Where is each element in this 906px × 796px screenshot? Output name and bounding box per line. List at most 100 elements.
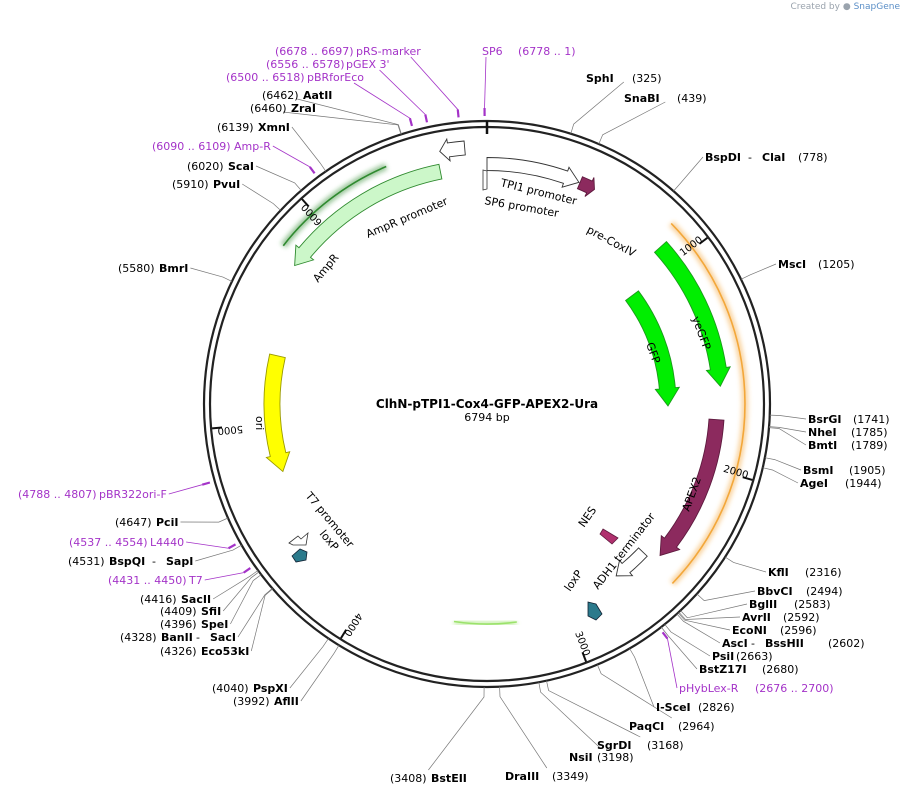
site-bspdi-pos: (778) (798, 151, 828, 164)
site-bglii-pos: (2583) (794, 598, 831, 611)
site-sgrdi-name: SgrDI (597, 739, 631, 752)
site-i-scei-pos: (2826) (698, 701, 735, 714)
site-scai[interactable]: (6020) ScaI (187, 160, 254, 173)
site-nsii-name: NsiI (569, 751, 593, 764)
site-xmni[interactable]: (6139) XmnI (217, 121, 290, 134)
site-pcii[interactable]: (4647) PciI (115, 516, 178, 529)
site-bbvci[interactable]: BbvCI (2494) (757, 585, 843, 598)
site-pvui-pos: (5910) (172, 178, 209, 191)
site-spei[interactable]: (4396) SpeI (160, 618, 228, 631)
snapgene-logo-icon: ● (842, 2, 851, 12)
primer-amp-r[interactable]: (6090 .. 6109) Amp-R (152, 140, 271, 153)
primer-tick-8 (661, 631, 669, 640)
site-bmti[interactable]: BmtI (1789) (808, 439, 888, 452)
site-i-scei[interactable]: I-SceI (2826) (656, 701, 735, 714)
t7-promoter-arrow (288, 531, 309, 546)
primer-labels: SP6 (6778 .. 1) (6678 .. 6697) pRS-marke… (18, 45, 834, 695)
site-bbvci-pos: (2494) (806, 585, 843, 598)
site-bspqi-sep: - (152, 555, 156, 568)
site-zrai-pos: (6460) (250, 102, 287, 115)
site-agei[interactable]: AgeI (1944) (800, 477, 882, 490)
site-bspqi-sapi[interactable]: (4531) BspQI - SapI (68, 555, 193, 568)
site-banii-saci[interactable]: (4328) BanII - SacI (120, 631, 236, 644)
primer-pgex3[interactable]: (6556 .. 6578) pGEX 3' (266, 58, 390, 71)
site-bsrgi[interactable]: BsrGI (1741) (808, 413, 890, 426)
region-line-1 (453, 620, 517, 625)
primer-leader-8 (667, 638, 678, 689)
site-sgrdi-pos: (3168) (647, 739, 684, 752)
site-asci-bsshii[interactable]: AscI - BssHII (2602) (722, 637, 865, 650)
leader-snabi (598, 101, 666, 145)
leader-psii (664, 624, 711, 657)
leader-i-scei (629, 648, 655, 708)
leader-bbvci (696, 590, 756, 601)
site-aflii[interactable]: (3992) AflII (233, 695, 299, 708)
site-bmri-name: BmrI (159, 262, 188, 275)
site-pvui[interactable]: (5910) PvuI (172, 178, 240, 191)
site-i-scei-name: I-SceI (656, 701, 691, 714)
site-bmri[interactable]: (5580) BmrI (118, 262, 188, 275)
site-bsrgi-pos: (1741) (853, 413, 890, 426)
site-bsmi[interactable]: BsmI (1905) (803, 464, 886, 477)
primer-l4440[interactable]: (4537 .. 4554) L4440 (69, 536, 184, 549)
site-msci[interactable]: MscI (1205) (778, 258, 855, 271)
site-bglii[interactable]: BglII (2583) (749, 598, 831, 611)
site-bspdi-sep: - (748, 151, 752, 164)
site-avrii-name: AvrII (742, 611, 771, 624)
site-bsteii[interactable]: (3408) BstEII (390, 772, 467, 785)
site-aflii-pos: (3992) (233, 695, 270, 708)
feature-arrow-apex2 (659, 418, 725, 557)
site-bsshii-name: BssHII (765, 637, 804, 650)
site-sphi[interactable]: SphI (325) (586, 72, 662, 85)
site-nsii[interactable]: NsiI (3198) (569, 751, 634, 764)
site-snabi[interactable]: SnaBI (439) (624, 92, 707, 105)
site-bstz17i[interactable]: BstZ17I (2680) (699, 663, 799, 676)
site-psii[interactable]: PsiI (2663) (712, 650, 773, 663)
site-sgrdi[interactable]: SgrDI (3168) (597, 739, 684, 752)
primer-pbr322ori-f-name: pBR322ori-F (99, 488, 167, 501)
leader-eco53ki (250, 588, 273, 652)
site-bsteii-name: BstEII (431, 772, 467, 785)
site-spei-pos: (4396) (160, 618, 197, 631)
site-bsrgi-name: BsrGI (808, 413, 841, 426)
site-draiii[interactable]: DraIII (3349) (505, 770, 589, 783)
primer-t7[interactable]: (4431 .. 4450) T7 (108, 574, 203, 587)
primer-pgex3-pos: (6556 .. 6578) (266, 58, 345, 71)
site-nhei[interactable]: NheI (1785) (808, 426, 888, 439)
site-sacii[interactable]: (4416) SacII (140, 593, 211, 606)
feature-arrow-ampr-promoter (439, 137, 466, 162)
site-paqci[interactable]: PaqCI (2964) (629, 720, 715, 733)
plasmid-title: ClhN-pTPI1-Cox4-GFP-APEX2-Ura (376, 397, 598, 411)
site-eco53ki[interactable]: (4326) Eco53kI (160, 645, 249, 658)
site-sphi-pos: (325) (632, 72, 662, 85)
site-nhei-pos: (1785) (851, 426, 888, 439)
primer-sp6[interactable]: SP6 (6778 .. 1) (482, 45, 576, 58)
site-bspqi-name: BspQI (109, 555, 145, 568)
primer-prs-marker[interactable]: (6678 .. 6697) pRS-marker (275, 45, 421, 58)
primer-pbr322ori-f-pos: (4788 .. 4807) (18, 488, 97, 501)
site-zrai[interactable]: (6460) ZraI (250, 102, 316, 115)
site-kfli[interactable]: KflI (2316) (768, 566, 842, 579)
site-aatii[interactable]: (6462) AatII (262, 89, 332, 102)
site-avrii[interactable]: AvrII (2592) (742, 611, 820, 624)
label-pre-coxiv: pre-CoxIV (585, 223, 639, 260)
site-econi[interactable]: EcoNI (2596) (732, 624, 817, 637)
primer-amp-r-name: Amp-R (234, 140, 271, 153)
site-snabi-pos: (439) (677, 92, 707, 105)
primer-phyblex-r[interactable]: pHybLex-R (2676 .. 2700) (679, 682, 834, 695)
leader-avrii (678, 611, 741, 620)
primer-pbr322ori-f[interactable]: (4788 .. 4807) pBR322ori-F (18, 488, 167, 501)
site-asci-pos: (2602) (828, 637, 865, 650)
leader-bmti (768, 427, 807, 446)
primer-leader-7 (204, 572, 244, 581)
site-sfii[interactable]: (4409) SfiI (160, 605, 221, 618)
site-saci-name: SacI (210, 631, 236, 644)
site-bspdi-clai[interactable]: BspDI - ClaI (778) (705, 151, 828, 164)
primer-pbrforeco[interactable]: (6500 .. 6518) pBRforEco (226, 71, 364, 84)
region-line-0 (670, 222, 746, 584)
sp6-promoter-arrow (482, 169, 488, 191)
leader-nsii (538, 682, 602, 750)
leader-pvui (242, 183, 281, 211)
site-eco53ki-name: Eco53kI (201, 645, 249, 658)
site-pspxi[interactable]: (4040) PspXI (212, 682, 288, 695)
